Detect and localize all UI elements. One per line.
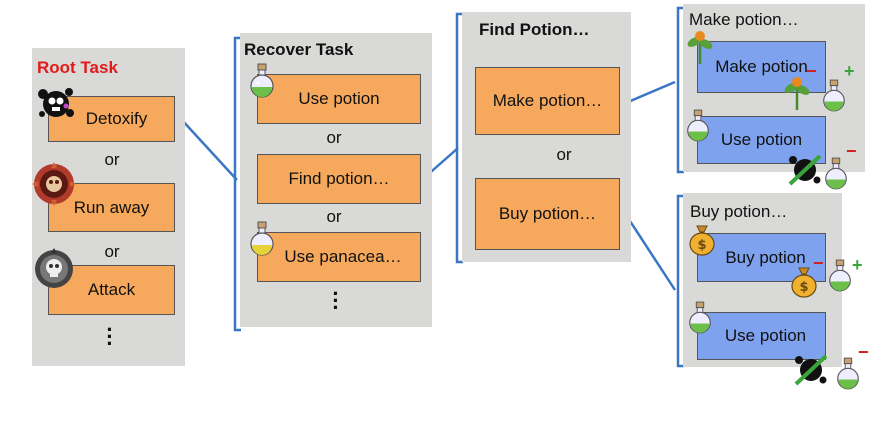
- herb-icon: [687, 31, 713, 64]
- detoxify-task[interactable]: Detoxify: [48, 96, 175, 142]
- or-label: or: [326, 207, 342, 226]
- minus-sign: −: [846, 141, 857, 161]
- skull-badge-icon: [35, 248, 73, 288]
- find-potion-label: Find potion…: [288, 169, 390, 188]
- green-potion-icon: [837, 357, 859, 390]
- ellipsis: ···: [106, 317, 114, 356]
- green-potion-icon: [823, 79, 845, 112]
- make-potion-step[interactable]: Make potion: [697, 41, 826, 93]
- green-potion-icon: [687, 109, 709, 142]
- use-potion-step[interactable]: Use potion: [697, 116, 826, 164]
- use-potion-task[interactable]: Use potion: [257, 74, 421, 124]
- buy-potion-group-label: Buy potion…: [498, 204, 597, 223]
- ellipsis: ···: [332, 281, 340, 320]
- svg-text:$: $: [697, 238, 706, 253]
- find-potion-task[interactable]: Find potion…: [257, 154, 421, 204]
- use-panacea-label: Use panacea…: [284, 247, 402, 266]
- make-potion-title: Make potion…: [689, 10, 799, 29]
- plus-sign: +: [844, 61, 855, 81]
- green-potion-icon: [825, 157, 847, 190]
- svg-text:$: $: [799, 280, 808, 295]
- minus-sign: −: [806, 61, 817, 81]
- fire-shield-icon: [32, 162, 76, 206]
- money-bag-icon: $: [689, 225, 715, 256]
- use-potion-step-label: Use potion: [724, 326, 807, 345]
- root-task-title: Root Task: [37, 58, 118, 77]
- poison-crossed-icon: [794, 354, 828, 386]
- make-potion-group-label: Make potion…: [492, 91, 603, 110]
- or-label: or: [104, 242, 120, 261]
- run-away-label: Run away: [73, 197, 150, 217]
- make-potion-group[interactable]: Make potion…: [475, 67, 620, 135]
- recover-task-title: Recover Task: [244, 40, 354, 59]
- or-label: or: [556, 145, 572, 164]
- detoxify-label: Detoxify: [85, 109, 148, 128]
- use-potion-label: Use potion: [298, 89, 380, 108]
- use-panacea-task[interactable]: Use panacea…: [257, 232, 421, 282]
- green-potion-icon: [250, 63, 274, 98]
- money-bag-icon: $: [791, 267, 817, 298]
- make-potion-step-label: Make potion: [715, 57, 808, 76]
- yellow-potion-icon: [250, 221, 274, 256]
- poison-crossed-icon: [788, 154, 822, 186]
- buy-potion-title: Buy potion…: [690, 202, 788, 221]
- or-label: or: [326, 128, 342, 147]
- minus-sign: −: [858, 342, 869, 362]
- or-label: or: [104, 150, 120, 169]
- poison-splat-icon: [38, 88, 74, 117]
- green-potion-icon: [689, 301, 711, 334]
- herb-icon: [784, 77, 810, 110]
- attack-label: Attack: [87, 280, 136, 299]
- plus-sign: +: [852, 255, 863, 275]
- buy-potion-group[interactable]: Buy potion…: [475, 178, 620, 250]
- find-potion-title: Find Potion…: [479, 20, 590, 39]
- buy-potion-step-label: Buy potion: [725, 247, 806, 267]
- use-potion-step[interactable]: Use potion: [697, 312, 826, 360]
- use-potion-step-label: Use potion: [720, 130, 803, 149]
- green-potion-icon: [829, 259, 851, 292]
- minus-sign: −: [813, 253, 824, 273]
